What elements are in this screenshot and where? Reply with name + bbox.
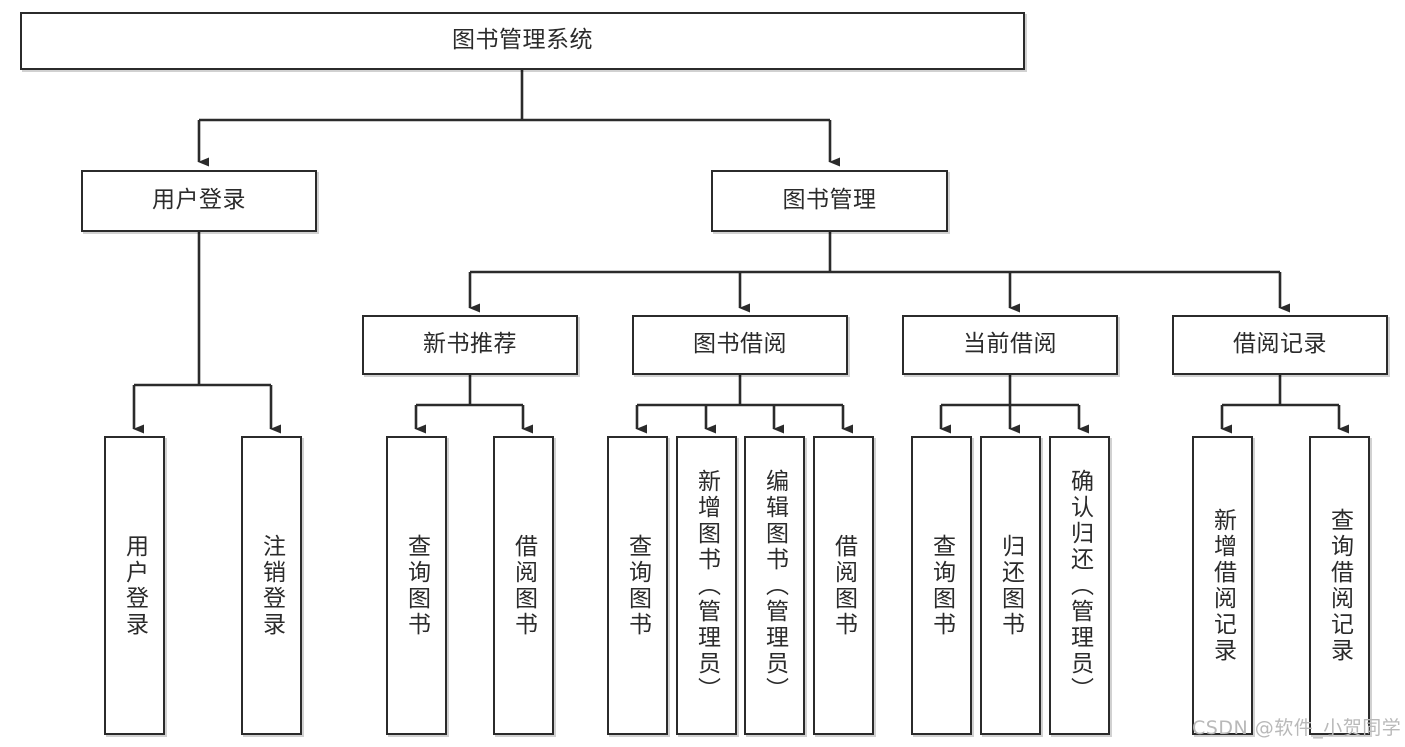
node-borrow-record[interactable]: 借阅记录 [1172,315,1388,375]
node-leaf-query-book-3-label: 查询图书 [928,533,955,638]
node-leaf-query-book-2-label: 查询图书 [624,533,651,638]
edge-newbook-to-leaves [414,375,533,434]
edge-bookmgmt-to-level2 [468,232,1290,313]
csdn-watermark: CSDN @软件_小贺同学 [1192,717,1402,739]
node-leaf-query-book-3[interactable]: 查询图书 [911,436,972,735]
node-leaf-user-login-label: 用户登录 [121,533,148,638]
node-book-management-label: 图书管理 [782,187,877,214]
node-leaf-query-book-2[interactable]: 查询图书 [607,436,668,735]
node-current-borrow[interactable]: 当前借阅 [902,315,1118,375]
edge-bookborrow-to-leaves [635,375,853,434]
node-leaf-query-record-label: 查询借阅记录 [1326,507,1353,664]
node-leaf-add-book-label: 新增图书（管理员） [693,468,720,703]
node-root[interactable]: 图书管理系统 [20,12,1025,70]
node-leaf-edit-book[interactable]: 编辑图书（管理员） [744,436,805,735]
node-leaf-edit-book-label: 编辑图书（管理员） [761,468,788,703]
node-leaf-add-record[interactable]: 新增借阅记录 [1192,436,1253,735]
node-leaf-borrow-book-1[interactable]: 借阅图书 [493,436,554,735]
edge-userlogin-to-leaves [132,232,281,434]
node-root-label: 图书管理系统 [452,27,593,54]
node-leaf-user-logout-label: 注销登录 [258,533,285,638]
node-leaf-confirm-return-label: 确认归还（管理员） [1066,468,1093,703]
edge-borrowrecord-to-leaves [1220,375,1349,434]
node-leaf-confirm-return[interactable]: 确认归还（管理员） [1049,436,1110,735]
node-leaf-user-login[interactable]: 用户登录 [104,436,165,735]
node-leaf-user-logout[interactable]: 注销登录 [241,436,302,735]
node-leaf-borrow-book-2[interactable]: 借阅图书 [813,436,874,735]
node-book-borrow[interactable]: 图书借阅 [632,315,848,375]
node-book-management[interactable]: 图书管理 [711,170,948,232]
node-leaf-borrow-book-1-label: 借阅图书 [510,533,537,638]
node-new-book-recommendation-label: 新书推荐 [423,331,517,358]
node-leaf-return-book[interactable]: 归还图书 [980,436,1041,735]
node-user-login[interactable]: 用户登录 [81,170,317,232]
node-leaf-borrow-book-2-label: 借阅图书 [830,533,857,638]
node-leaf-query-record[interactable]: 查询借阅记录 [1309,436,1370,735]
node-user-login-label: 用户登录 [152,187,246,214]
node-leaf-add-book[interactable]: 新增图书（管理员） [676,436,737,735]
node-new-book-recommendation[interactable]: 新书推荐 [362,315,578,375]
node-leaf-query-book-1[interactable]: 查询图书 [386,436,447,735]
edge-currentborrow-to-leaves [939,375,1089,434]
node-borrow-record-label: 借阅记录 [1233,331,1327,358]
node-current-borrow-label: 当前借阅 [963,331,1057,358]
node-book-borrow-label: 图书借阅 [693,331,787,358]
node-leaf-return-book-label: 归还图书 [997,533,1024,638]
edge-root-to-level1 [197,70,840,167]
node-leaf-query-book-1-label: 查询图书 [403,533,430,638]
node-leaf-add-record-label: 新增借阅记录 [1209,507,1236,664]
